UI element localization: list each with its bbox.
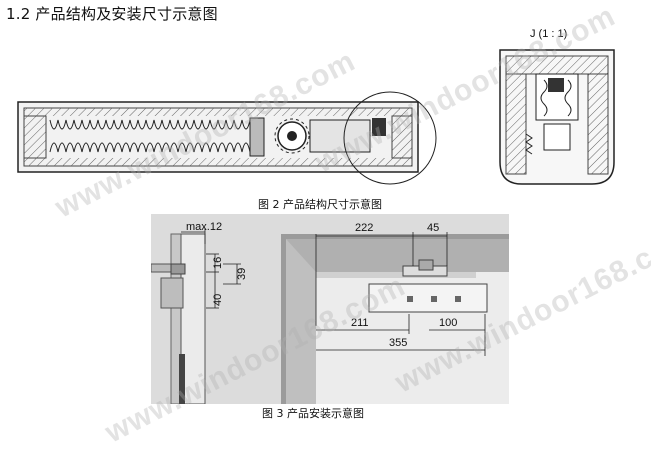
dim-16: 16 bbox=[212, 257, 224, 269]
section-heading: 1.2 产品结构及安装尺寸示意图 bbox=[6, 5, 218, 23]
dim-max-offset: max.12 bbox=[186, 221, 222, 233]
dim-211: 211 bbox=[351, 317, 369, 329]
closer-structure-drawing bbox=[17, 91, 437, 185]
installation-drawing: max.12 16 40 39 222 45 211 100 355 bbox=[151, 214, 509, 404]
dim-100: 100 bbox=[439, 317, 457, 329]
pinion-gear bbox=[274, 118, 310, 154]
detail-j-drawing bbox=[499, 49, 615, 185]
dim-39: 39 bbox=[236, 268, 248, 280]
dim-355: 355 bbox=[389, 337, 407, 349]
dim-45: 45 bbox=[427, 222, 439, 234]
dim-222: 222 bbox=[355, 222, 373, 234]
figure3-caption: 图 3 产品安装示意图 bbox=[262, 407, 364, 420]
figure2-caption: 图 2 产品结构尺寸示意图 bbox=[258, 198, 382, 211]
spring-coils bbox=[49, 119, 251, 153]
detail-label: J (1 : 1) bbox=[530, 28, 568, 40]
dim-40: 40 bbox=[212, 294, 224, 306]
